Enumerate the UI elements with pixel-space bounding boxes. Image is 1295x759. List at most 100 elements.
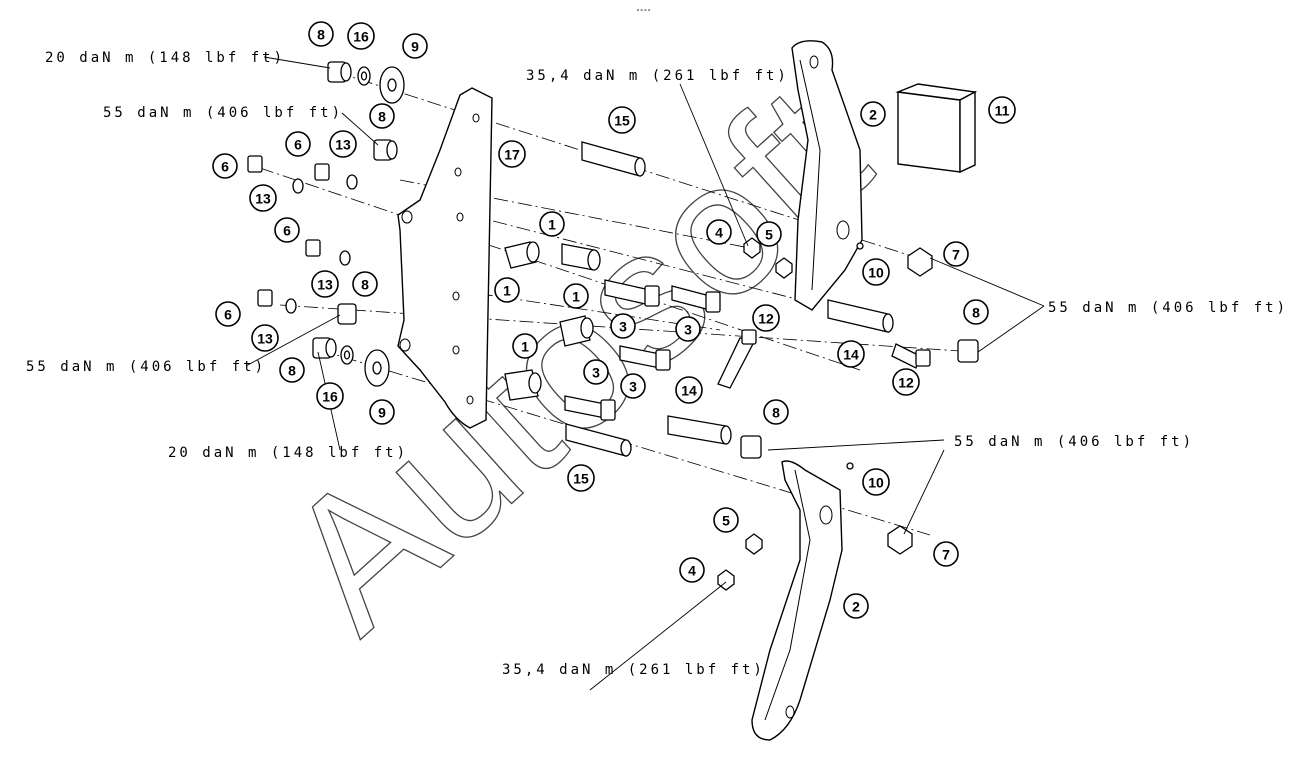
- callout-number: 5: [722, 513, 730, 529]
- callout-number: 4: [715, 225, 723, 241]
- bracket-hole: [809, 55, 819, 69]
- bracket-arm-lower: [751, 460, 843, 741]
- callout-circle: [620, 373, 646, 399]
- callout-balloon-13: 13: [249, 184, 277, 212]
- callout-balloon-8: 8: [369, 103, 395, 129]
- callout-number: 12: [898, 375, 914, 391]
- callout-number: 2: [852, 599, 860, 615]
- callout-number: 6: [221, 159, 229, 175]
- torque-label: 55 daN m (406 lbf ft): [954, 434, 1194, 450]
- callout-number: 12: [758, 311, 774, 327]
- bracket-arm-upper: [791, 40, 863, 311]
- callout-circle: [843, 593, 869, 619]
- callout-number: 2: [869, 107, 877, 123]
- torque-label: 35,4 daN m (261 lbf ft): [526, 68, 789, 84]
- callout-balloon-8: 8: [308, 21, 334, 47]
- callout-number: 8: [361, 277, 369, 293]
- callout-circle: [279, 357, 305, 383]
- callout-balloon-16: 16: [316, 382, 344, 410]
- callout-circle: [369, 399, 395, 425]
- callout-balloon-17: 17: [498, 140, 526, 168]
- callout-circle: [329, 130, 357, 158]
- callout-balloon-13: 13: [311, 270, 339, 298]
- callout-balloon-6: 6: [274, 217, 300, 243]
- callout-circle: [494, 277, 520, 303]
- callout-number: 3: [619, 319, 627, 335]
- callout-balloon-8: 8: [763, 399, 789, 425]
- callout-balloon-1: 1: [512, 333, 538, 359]
- callout-balloon-16: 16: [347, 22, 375, 50]
- callout-number: 7: [952, 247, 960, 263]
- callout-number: 13: [255, 191, 271, 207]
- callout-balloon-9: 9: [369, 399, 395, 425]
- callout-number: 3: [684, 322, 692, 338]
- callout-balloon-12: 12: [752, 304, 780, 332]
- callout-balloon-8: 8: [352, 271, 378, 297]
- callout-number: 3: [592, 365, 600, 381]
- callout-number: 8: [317, 27, 325, 43]
- callout-number: 8: [772, 405, 780, 421]
- callout-circle: [352, 271, 378, 297]
- callout-circle: [308, 21, 334, 47]
- callout-circle: [752, 304, 780, 332]
- callout-circle: [706, 219, 732, 245]
- callout-number: 4: [688, 563, 696, 579]
- callout-circle: [610, 313, 636, 339]
- callout-circle: [251, 324, 279, 352]
- torque-label: 55 daN m (406 lbf ft): [1048, 300, 1288, 316]
- torque-label: 55 daN m (406 lbf ft): [103, 105, 343, 121]
- callout-circle: [679, 557, 705, 583]
- washer-parts: [364, 66, 405, 387]
- callout-balloon-8: 8: [279, 357, 305, 383]
- callout-circle: [763, 399, 789, 425]
- callout-circle: [860, 101, 886, 127]
- callout-circle: [675, 316, 701, 342]
- callout-balloon-1: 1: [539, 211, 565, 237]
- callout-circle: [713, 507, 739, 533]
- callout-balloon-3: 3: [610, 313, 636, 339]
- callout-circle: [212, 153, 238, 179]
- callout-circle: [512, 333, 538, 359]
- callout-number: 1: [503, 283, 511, 299]
- callout-circle: [675, 376, 703, 404]
- callout-circle: [347, 22, 375, 50]
- callout-number: 10: [868, 475, 884, 491]
- callout-balloon-1: 1: [563, 283, 589, 309]
- callout-balloon-6: 6: [285, 131, 311, 157]
- callout-circle: [285, 131, 311, 157]
- fastener-parts: [247, 61, 979, 591]
- callout-number: 14: [681, 383, 697, 399]
- callout-number: 11: [995, 103, 1010, 119]
- callout-balloon-3: 3: [620, 373, 646, 399]
- plate-holes: [399, 113, 480, 405]
- callout-number: 16: [322, 389, 338, 405]
- callout-balloon-15: 15: [567, 464, 595, 492]
- callout-number: 14: [843, 347, 859, 363]
- callout-balloon-7: 7: [933, 541, 959, 567]
- header-mark: ∘∘∘∘: [636, 7, 651, 14]
- callout-balloon-8: 8: [963, 299, 989, 325]
- callout-balloon-9: 9: [402, 33, 428, 59]
- callout-number: 15: [573, 471, 589, 487]
- callout-circle: [316, 382, 344, 410]
- callout-circle: [892, 368, 920, 396]
- callout-circle: [369, 103, 395, 129]
- callout-number: 6: [283, 223, 291, 239]
- callout-balloon-3: 3: [583, 359, 609, 385]
- callout-circle: [567, 464, 595, 492]
- callout-number: 13: [257, 331, 273, 347]
- callout-number: 8: [972, 305, 980, 321]
- callout-number: 3: [629, 379, 637, 395]
- callout-circle: [539, 211, 565, 237]
- callout-circle: [608, 106, 636, 134]
- callout-balloon-4: 4: [679, 557, 705, 583]
- callout-balloon-3: 3: [675, 316, 701, 342]
- callout-balloon-15: 15: [608, 106, 636, 134]
- callout-number: 5: [765, 227, 773, 243]
- callout-circle: [311, 270, 339, 298]
- callout-balloon-6: 6: [212, 153, 238, 179]
- callout-circle: [943, 241, 969, 267]
- callout-balloon-14: 14: [675, 376, 703, 404]
